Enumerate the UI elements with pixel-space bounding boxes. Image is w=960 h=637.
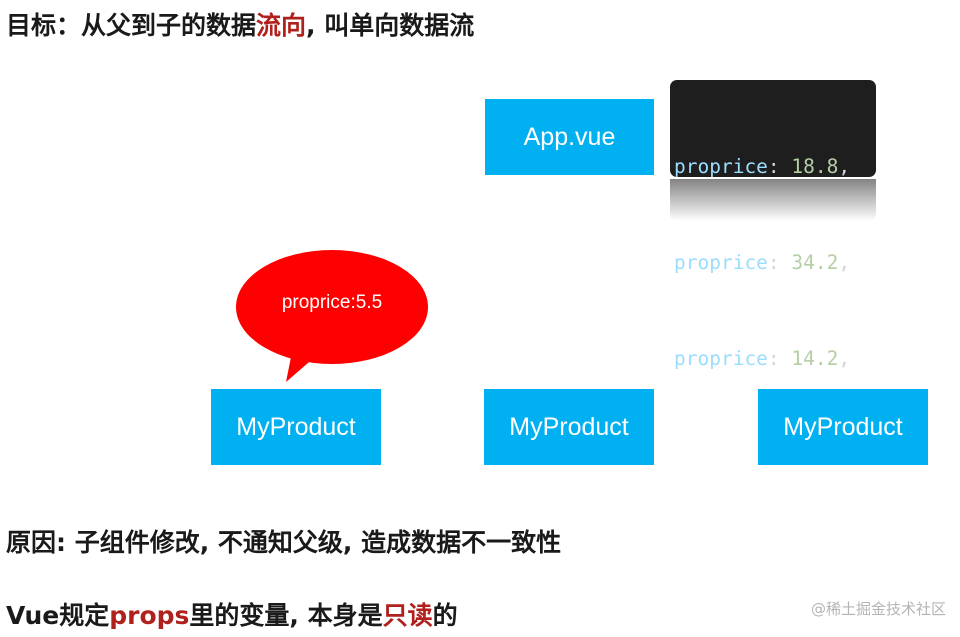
speech-bubble-body [236, 250, 428, 364]
myproduct-box-2: MyProduct [484, 389, 654, 465]
code-line: proprice: 14.2, [674, 347, 851, 370]
heading-part1: 目标：从父到子的数据 [6, 11, 257, 40]
app-vue-box: App.vue [485, 99, 654, 175]
code-block: proprice: 18.8, proprice: 34.2, proprice… [670, 80, 876, 370]
code-line: proprice: 34.2, [674, 251, 851, 274]
rule-part3: 的 [432, 601, 458, 630]
heading-part2: , 叫单向数据流 [306, 11, 475, 40]
code-reflection: proprice: 18.8, proprice: 34.2, proprice… [670, 179, 876, 221]
code-snippet: proprice: 18.8, proprice: 34.2, proprice… [670, 80, 876, 370]
myproduct-label: MyProduct [509, 412, 629, 441]
myproduct-label: MyProduct [236, 412, 356, 441]
myproduct-box-3: MyProduct [758, 389, 928, 465]
heading: 目标：从父到子的数据流向, 叫单向数据流 [6, 6, 474, 42]
rule-part1: Vue规定 [6, 601, 110, 630]
rule-text: Vue规定props里的变量, 本身是只读的 [6, 596, 458, 632]
heading-highlight: 流向 [256, 11, 307, 40]
reason-text: 原因: 子组件修改, 不通知父级, 造成数据不一致性 [6, 528, 562, 557]
app-vue-label: App.vue [523, 122, 616, 151]
code-line: proprice: 18.8, [674, 155, 851, 178]
myproduct-box-1: MyProduct [211, 389, 381, 465]
rule-highlight-props: props [109, 601, 190, 630]
rule-highlight-readonly: 只读 [382, 601, 433, 630]
myproduct-label: MyProduct [783, 412, 903, 441]
speech-bubble-text: proprice:5.5 [281, 292, 383, 313]
rule-part2: 里的变量, 本身是 [189, 601, 383, 630]
speech-bubble [236, 250, 428, 382]
watermark: @稀土掘金技术社区 [810, 600, 946, 618]
